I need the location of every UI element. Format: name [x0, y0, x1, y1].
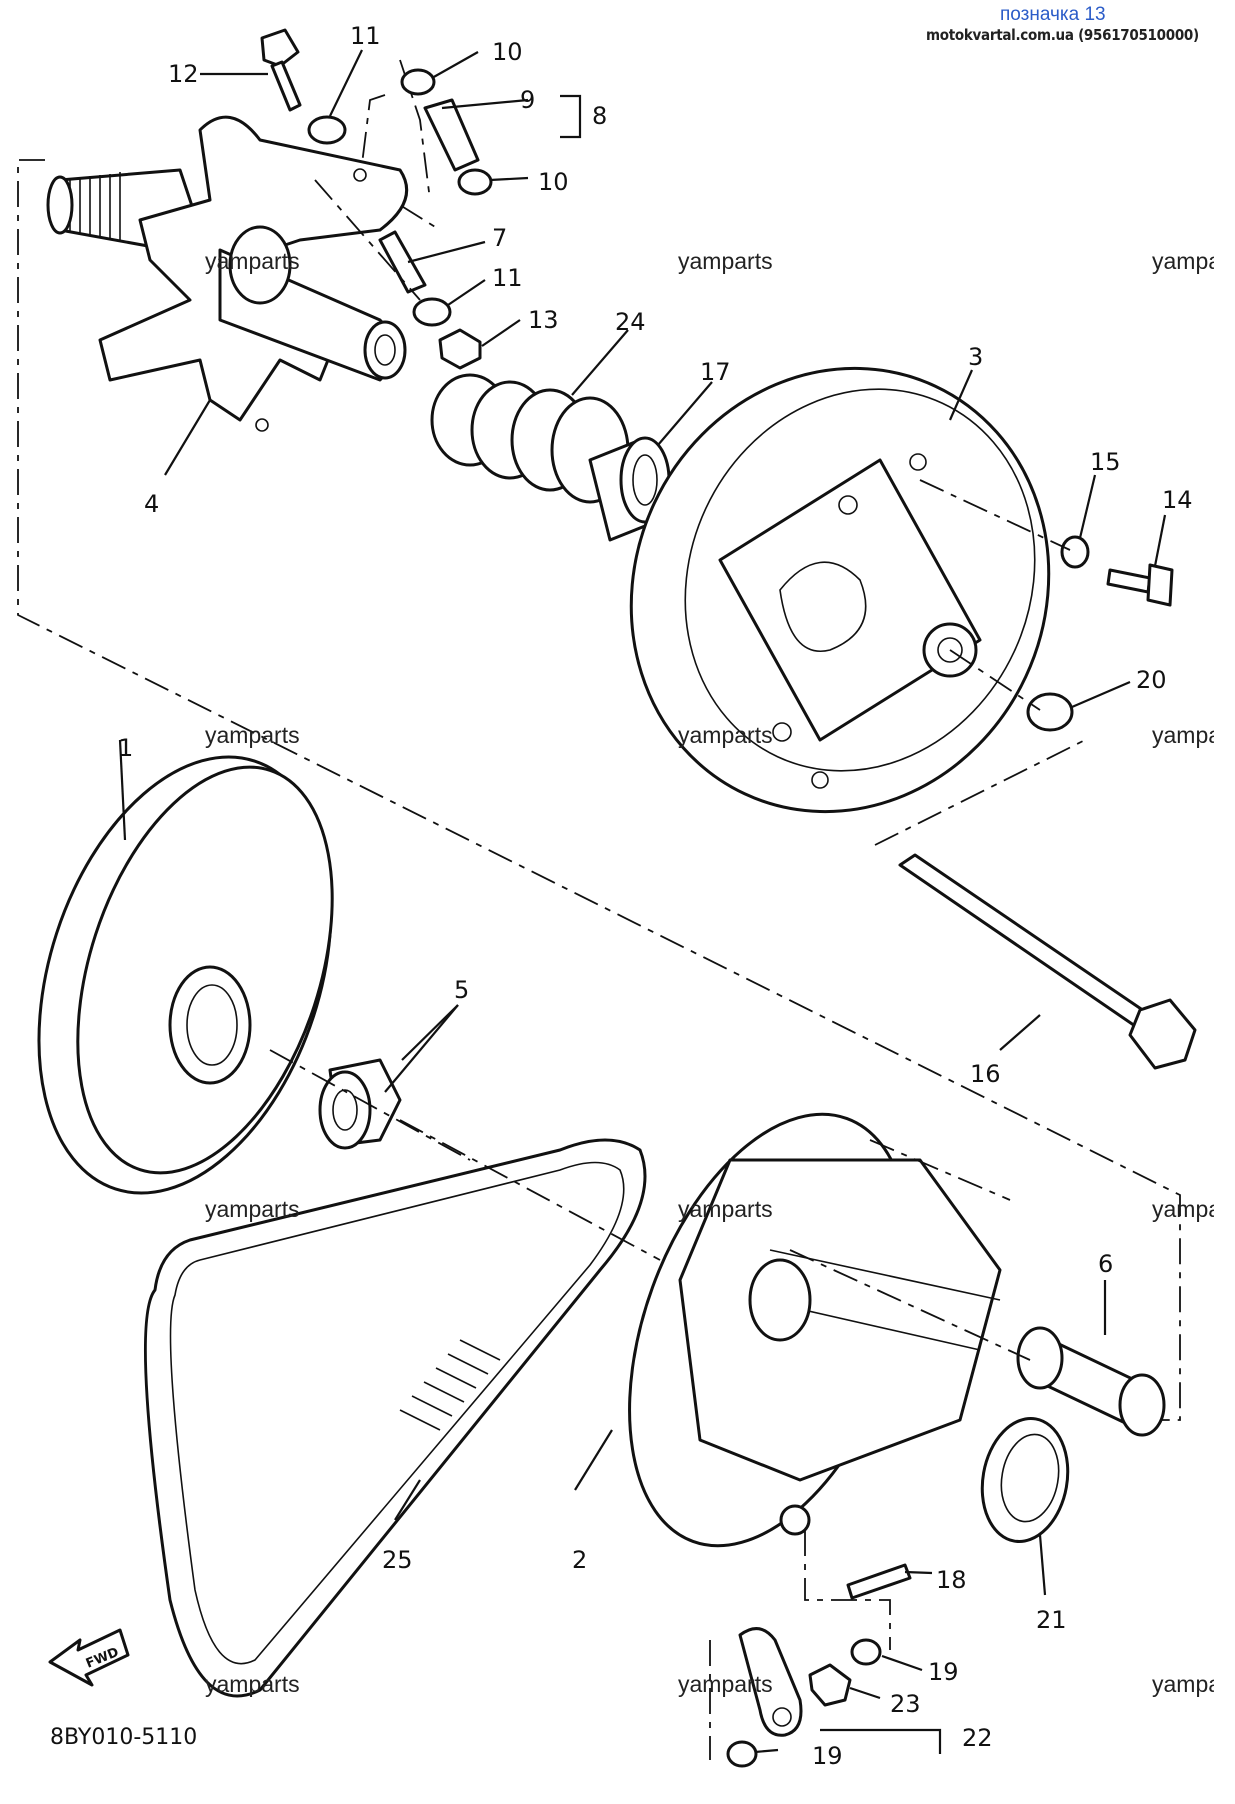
pin-part-7 — [378, 230, 427, 294]
watermark: yamparts — [205, 1196, 300, 1222]
label-21: 21 — [1036, 1606, 1067, 1634]
bolt-part-12 — [260, 28, 302, 112]
washer-part-20 — [1026, 692, 1074, 732]
washer-part-19-lower — [726, 1740, 758, 1768]
watermark: yamparts — [678, 722, 773, 748]
page-title: позначка 13 — [1000, 4, 1106, 25]
watermark: yamparts — [205, 1671, 300, 1697]
weight-arm-part-22 — [738, 1627, 803, 1737]
label-3: 3 — [968, 343, 983, 371]
sheave-part-1 — [37, 755, 334, 1195]
seal-part-21 — [980, 1417, 1070, 1543]
pin-part-18 — [846, 1563, 912, 1600]
label-25: 25 — [382, 1546, 413, 1574]
label-6: 6 — [1098, 1250, 1113, 1278]
pin-part-9 — [423, 98, 480, 172]
washer-part-19-upper — [850, 1638, 882, 1666]
bolt-part-16 — [898, 853, 1197, 1070]
bushing-part-17 — [588, 436, 671, 542]
label-5: 5 — [454, 976, 469, 1004]
cover-part-3 — [629, 366, 1051, 814]
slider-part-5 — [318, 1058, 402, 1150]
collar-part-6 — [1016, 1326, 1166, 1437]
belt-part-25 — [143, 1138, 647, 1698]
label-14: 14 — [1162, 486, 1193, 514]
label-18: 18 — [936, 1566, 967, 1594]
watermark: yamparts — [1152, 1671, 1214, 1697]
watermark: yamparts — [1152, 1196, 1214, 1222]
washer-part-11-upper — [307, 115, 347, 145]
watermark: yamparts — [1152, 248, 1214, 274]
label-20: 20 — [1136, 666, 1167, 694]
label-23: 23 — [890, 1690, 921, 1718]
fwd-arrow-icon: FWD — [48, 1628, 130, 1687]
label-24: 24 — [615, 308, 646, 336]
label-19-top: 19 — [928, 1658, 959, 1686]
watermark: yamparts — [205, 248, 300, 274]
washer-part-10-upper — [400, 68, 436, 96]
part-number-labels: 12 11 10 9 8 10 7 11 13 24 17 3 15 14 20… — [118, 22, 1193, 1770]
label-8: 8 — [592, 102, 607, 130]
diagram-code: 8BY010-5110 — [50, 1725, 198, 1750]
washer-part-15 — [1060, 535, 1090, 569]
label-17: 17 — [700, 358, 731, 386]
label-2: 2 — [572, 1546, 587, 1574]
watermark: yamparts — [678, 1671, 773, 1697]
watermark: yamparts — [1152, 722, 1214, 748]
assembly-lines — [269, 179, 1071, 1760]
watermark: yamparts — [678, 248, 773, 274]
label-15: 15 — [1090, 448, 1121, 476]
label-11-top: 11 — [350, 22, 381, 50]
label-1: 1 — [118, 734, 133, 762]
label-9: 9 — [520, 86, 535, 114]
nut-part-13 — [438, 328, 482, 370]
label-13: 13 — [528, 306, 559, 334]
source-subtitle: motokvartal.com.ua (956170510000) — [926, 26, 1199, 44]
label-4: 4 — [144, 490, 159, 518]
watermark: yamparts — [678, 1196, 773, 1222]
label-11-bottom: 11 — [492, 264, 523, 292]
label-16: 16 — [970, 1060, 1001, 1088]
bolt-part-14 — [1106, 563, 1174, 607]
spider-hub-part-4 — [46, 115, 409, 432]
leader-lines — [118, 49, 1167, 1754]
label-19-bottom: 19 — [812, 1742, 843, 1770]
washer-part-11-lower — [412, 297, 452, 327]
bushing-part-23 — [808, 1663, 852, 1707]
label-12: 12 — [168, 60, 199, 88]
label-10-top: 10 — [492, 38, 523, 66]
movable-sheave-part-2 — [628, 1112, 1002, 1548]
washer-part-10-lower — [457, 168, 493, 196]
label-7: 7 — [492, 224, 507, 252]
label-22: 22 — [962, 1724, 993, 1752]
label-10-bottom: 10 — [538, 168, 569, 196]
watermark: yamparts — [205, 722, 300, 748]
spring-part-24 — [430, 373, 630, 504]
